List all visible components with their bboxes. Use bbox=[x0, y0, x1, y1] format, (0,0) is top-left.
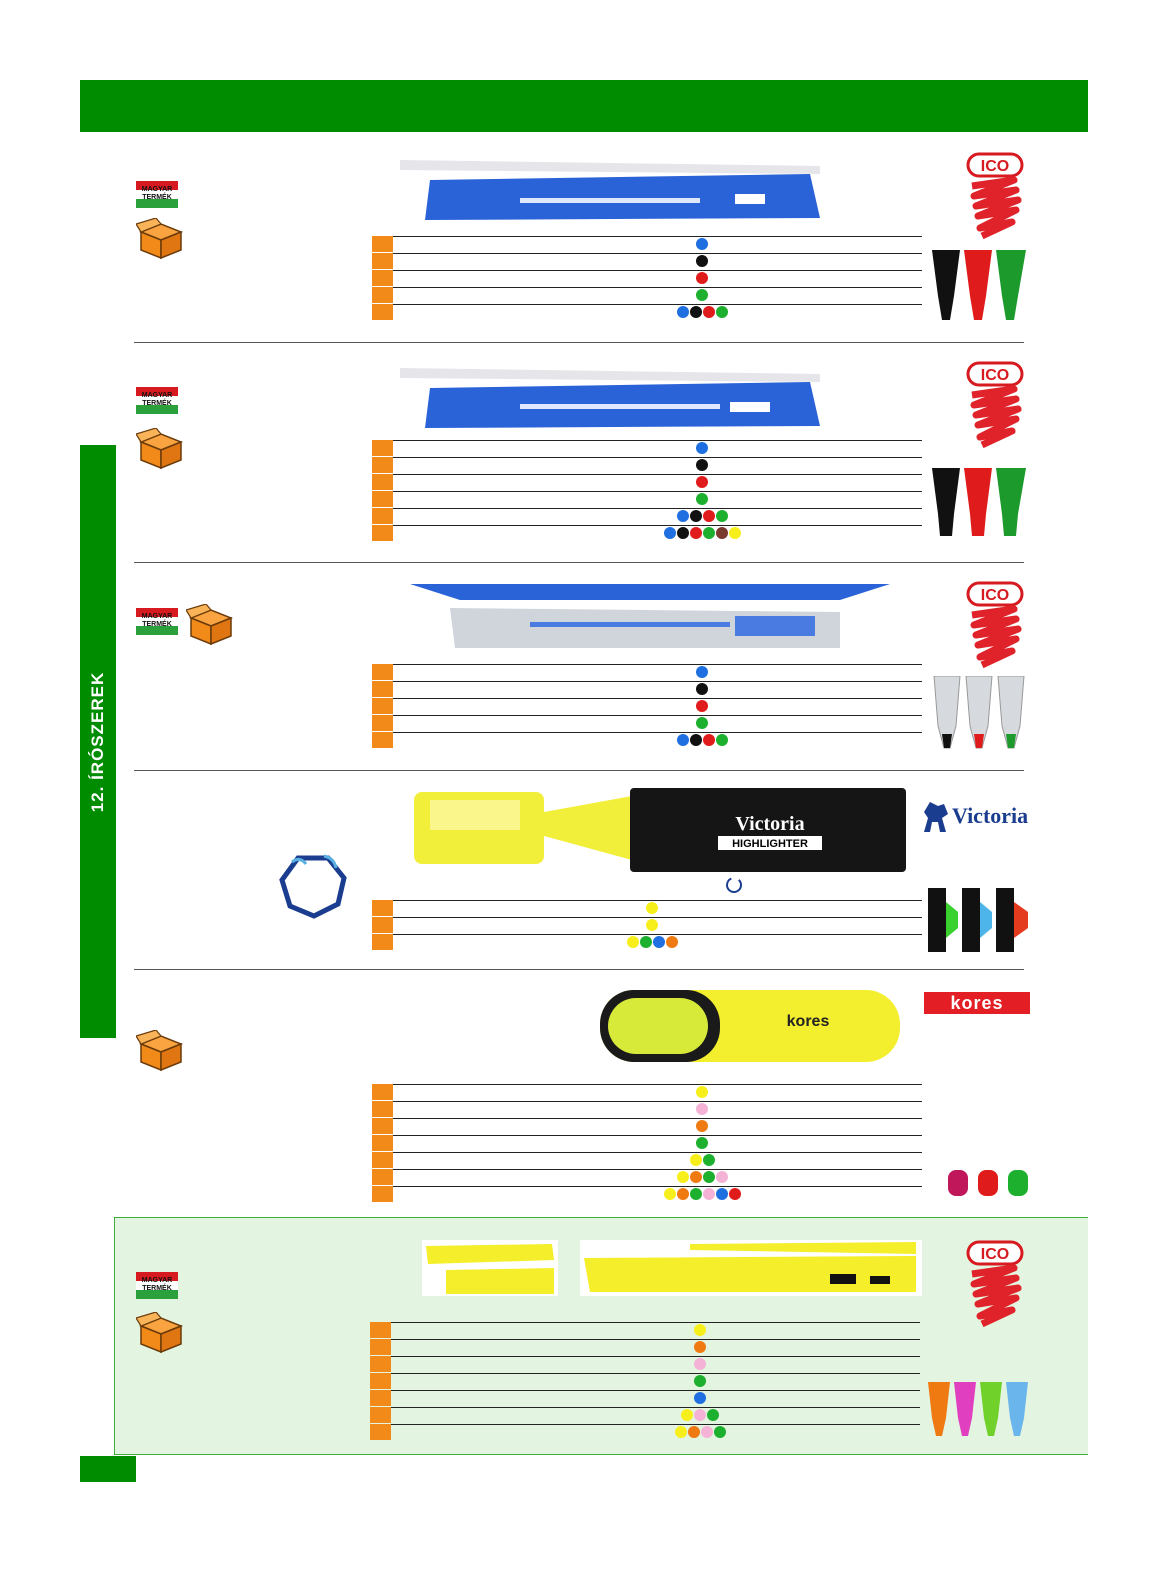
row-marker bbox=[372, 236, 393, 252]
row-marker bbox=[372, 287, 393, 303]
color-dot-blue bbox=[696, 238, 708, 250]
kores-highlighter-image: kores bbox=[600, 990, 900, 1062]
victoria-horse-icon bbox=[924, 802, 948, 832]
color-dots bbox=[572, 238, 832, 250]
victoria-highlighter-image: Victoria HIGHLIGHTER bbox=[414, 788, 906, 872]
color-dots bbox=[572, 272, 832, 284]
ico-logo-text: ICO bbox=[981, 587, 1009, 604]
victoria-brand-logo: Victoria bbox=[920, 796, 1032, 836]
carton-box-icon bbox=[136, 1312, 184, 1354]
marker-product-image bbox=[422, 1240, 558, 1296]
color-dots bbox=[572, 289, 832, 301]
carton-box-icon bbox=[136, 1030, 184, 1072]
page-number-tab bbox=[80, 1456, 136, 1482]
color-dots bbox=[572, 306, 832, 318]
ico-logo-text: ICO bbox=[981, 1246, 1009, 1263]
highlighter-tips-image bbox=[928, 1382, 1028, 1436]
marker-product-image bbox=[410, 584, 890, 648]
refill-icon bbox=[726, 877, 742, 893]
victoria-logo-text: Victoria bbox=[952, 803, 1029, 828]
victoria-product-sub: HIGHLIGHTER bbox=[732, 838, 808, 850]
color-dot-black bbox=[696, 255, 708, 267]
ico-brand-logo: ICO bbox=[966, 152, 1024, 240]
color-dots bbox=[572, 255, 832, 267]
victoria-product-mark: Victoria bbox=[735, 813, 804, 835]
kores-tips-image bbox=[948, 1170, 1028, 1196]
product-divider bbox=[134, 562, 1024, 563]
marker-product-image bbox=[580, 1240, 922, 1296]
recycle-eco-icon bbox=[279, 854, 347, 919]
ico-brand-logo: ICO bbox=[966, 1240, 1024, 1328]
carton-box-icon bbox=[186, 604, 234, 646]
product-divider bbox=[134, 342, 1024, 343]
color-dot-green bbox=[696, 289, 708, 301]
ico-brand-logo: ICO bbox=[966, 581, 1024, 669]
kores-logo-text: kores bbox=[950, 992, 1004, 1013]
row-marker bbox=[372, 270, 393, 286]
carton-box-icon bbox=[136, 428, 184, 470]
product-divider bbox=[134, 969, 1024, 970]
marker-product-image bbox=[400, 368, 820, 428]
kores-product-mark: kores bbox=[787, 1013, 830, 1030]
section-header-bar bbox=[80, 80, 1088, 132]
marker-tips-image bbox=[933, 676, 1025, 749]
highlighter-tips-image bbox=[928, 888, 1028, 952]
product-divider bbox=[134, 770, 1024, 771]
row-marker bbox=[372, 304, 393, 320]
ico-logo-text: ICO bbox=[981, 158, 1009, 175]
section-side-tab: 12. ÍRÓSZEREK bbox=[80, 445, 116, 1038]
marker-tips-image bbox=[932, 468, 1026, 536]
marker-product-image bbox=[400, 160, 820, 220]
row-marker bbox=[372, 253, 393, 269]
section-side-label: 12. ÍRÓSZEREK bbox=[88, 671, 107, 812]
ico-brand-logo: ICO bbox=[966, 361, 1024, 449]
ico-logo-text: ICO bbox=[981, 367, 1009, 384]
kores-brand-logo: kores bbox=[924, 992, 1030, 1014]
marker-tips-image bbox=[932, 250, 1026, 320]
carton-box-icon bbox=[136, 218, 184, 260]
color-dot-red bbox=[696, 272, 708, 284]
